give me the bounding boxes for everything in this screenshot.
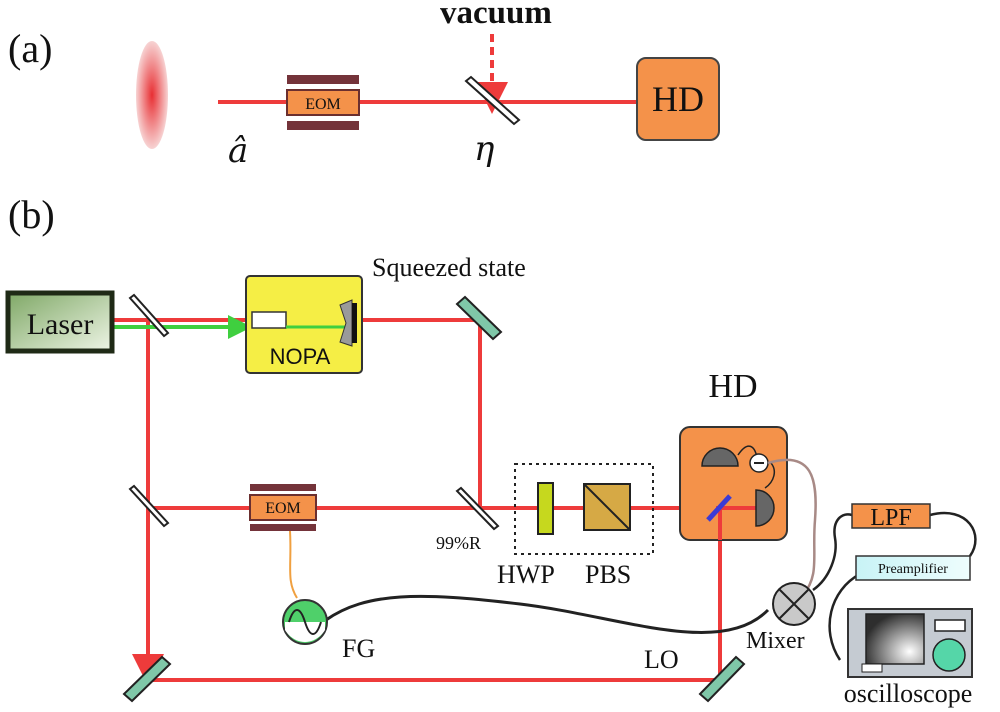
beamsplitter-99r [455, 486, 500, 531]
panel-b-label: (b) [8, 192, 55, 237]
beam-paths [112, 318, 756, 686]
gaussian-source-icon [136, 41, 168, 149]
oscilloscope-label: oscilloscope [844, 679, 973, 708]
mixer-lpf-cable [812, 513, 853, 592]
lpf-preamp-cable [929, 511, 977, 557]
scope-knob [932, 638, 966, 672]
mixer-label: Mixer [746, 628, 805, 654]
beamsplitter-laser [128, 293, 170, 338]
lo-label: LO [644, 645, 679, 674]
fg-mixer-cable [325, 594, 770, 634]
waveplate-enclosure [514, 463, 654, 555]
reflect-label: 99%R [436, 533, 481, 553]
pbs [583, 483, 631, 531]
efficiency-label: η [474, 129, 495, 169]
hwp [537, 482, 554, 535]
fg-label: FG [342, 634, 375, 663]
preamp-label: Preamplifier [878, 562, 948, 577]
mode-label: â [228, 131, 248, 171]
mirror-bottom-left [122, 655, 172, 703]
function-generator: FG [282, 599, 375, 663]
photodiode-top [701, 447, 739, 467]
nopa-label: NOPA [270, 344, 331, 369]
hd-mixer-cable [767, 458, 817, 596]
eom-a: EOM [286, 75, 360, 130]
vacuum-label: vacuum [440, 0, 552, 31]
eom-b: EOM [249, 484, 317, 531]
hd-b-title: HD [708, 368, 757, 405]
eom-a-label: EOM [305, 96, 341, 113]
preamplifier: Preamplifier [855, 555, 971, 581]
squeezed-state-label: Squeezed state [372, 253, 526, 282]
eom-fg-cable [289, 530, 298, 599]
mirror-bottom-right [698, 655, 746, 703]
eom-b-label: EOM [265, 500, 301, 517]
photodiode-right [755, 489, 775, 527]
pbs-label: PBS [585, 560, 631, 589]
hwp-label: HWP [497, 560, 555, 589]
hd-a-label: HD [652, 79, 704, 119]
hd-detector-a: HD [636, 57, 720, 141]
laser-source: Laser [5, 290, 115, 354]
nopa-cavity: NOPA [245, 275, 363, 374]
oscilloscope: oscilloscope [844, 608, 973, 708]
lpf-label: LPF [870, 505, 911, 531]
sine-wave-icon [288, 609, 322, 635]
mirror-top-right [455, 295, 503, 341]
mixer: Mixer [746, 582, 816, 654]
panel-a-label: (a) [8, 26, 52, 71]
beamsplitter-a [464, 75, 521, 126]
hd-detector-b [679, 426, 788, 541]
preamp-scope-cable [828, 572, 861, 661]
laser-label: Laser [27, 308, 94, 341]
lpf: LPF [851, 503, 931, 531]
beamsplitter-split [128, 484, 170, 528]
